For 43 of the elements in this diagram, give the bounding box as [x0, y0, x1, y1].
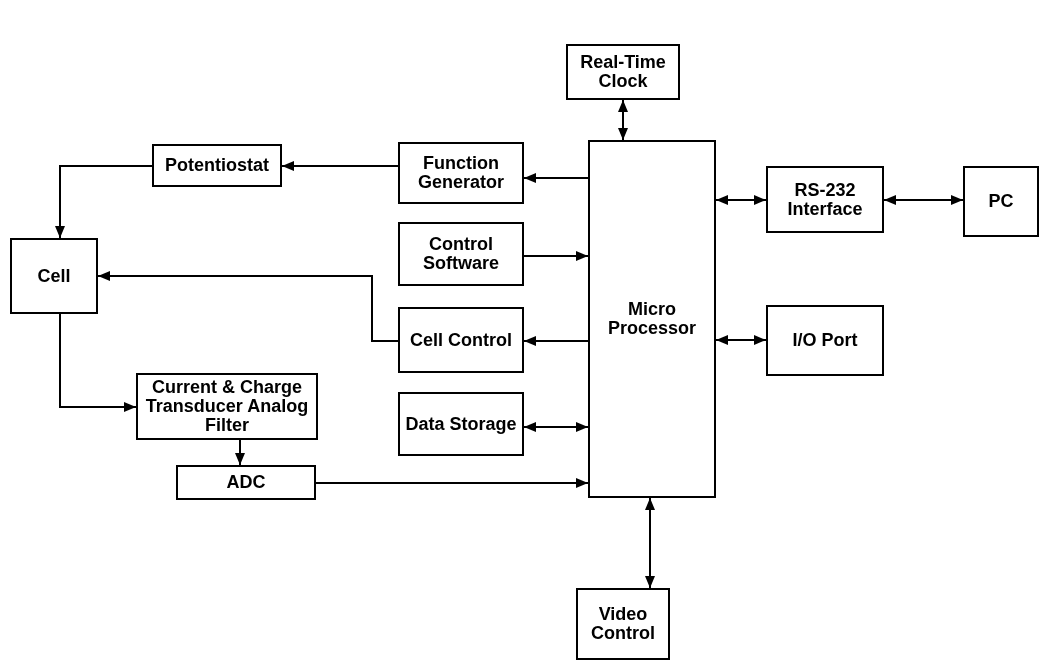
- arrow: [315, 478, 589, 488]
- box-label: Video Control: [590, 605, 656, 643]
- process-box: [136, 373, 318, 440]
- box-label: Micro Processor: [606, 300, 698, 338]
- arrow: [523, 251, 589, 261]
- arrow: [715, 195, 767, 205]
- process-box: [576, 588, 670, 660]
- box-label: Current & Charge Transducer Analog Filter: [144, 378, 310, 435]
- arrow: [235, 439, 245, 466]
- arrow: [715, 335, 767, 345]
- box-label: Cell Control: [410, 330, 512, 350]
- box-label: Real-Time Clock: [579, 53, 667, 91]
- arrow: [523, 173, 589, 183]
- process-box: [398, 392, 524, 456]
- box-label: Function Generator: [417, 154, 505, 192]
- process-box: [398, 142, 524, 204]
- arrow: [618, 99, 628, 141]
- arrow: [523, 422, 589, 432]
- arrow: [55, 165, 153, 239]
- process-box: [398, 222, 524, 286]
- arrow: [645, 497, 655, 589]
- box-label: Control Software: [422, 235, 500, 273]
- process-box: [566, 44, 680, 100]
- arrow: [281, 161, 399, 171]
- box-label: I/O Port: [792, 331, 858, 350]
- box-label: ADC: [226, 473, 266, 492]
- arrow: [883, 195, 964, 205]
- arrow: [59, 313, 137, 412]
- process-box: [152, 144, 282, 187]
- arrow: [97, 271, 399, 342]
- box-label: Potentiostat: [165, 156, 269, 175]
- process-box: [176, 465, 316, 500]
- process-box: [766, 305, 884, 376]
- process-box: [588, 140, 716, 498]
- process-box: [963, 166, 1039, 237]
- process-box: [398, 307, 524, 373]
- box-label: RS-232 Interface: [786, 180, 864, 219]
- process-box: [766, 166, 884, 233]
- box-label: Cell: [37, 266, 71, 286]
- box-label: Data Storage: [405, 414, 517, 434]
- box-label: PC: [988, 192, 1014, 211]
- arrow: [523, 336, 589, 346]
- process-box: [10, 238, 98, 314]
